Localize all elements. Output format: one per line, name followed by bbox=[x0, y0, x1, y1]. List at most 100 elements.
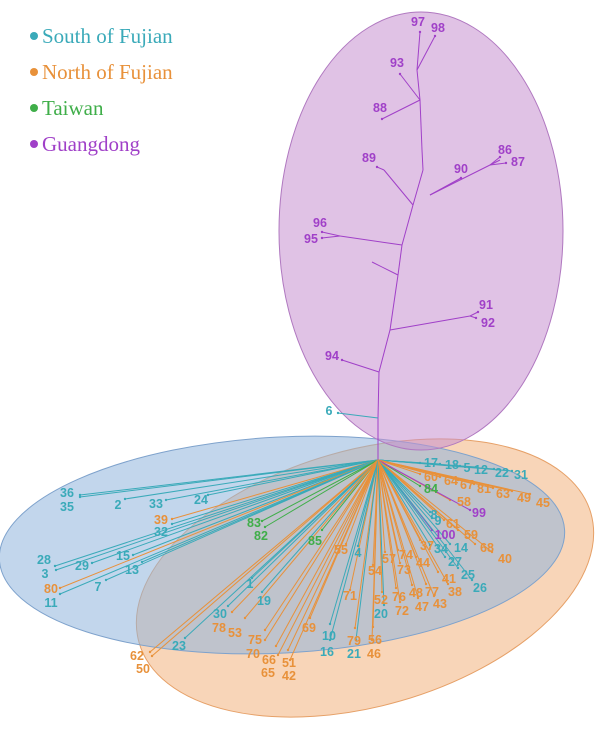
internal-branch bbox=[419, 99, 423, 151]
leaf-tip-97 bbox=[418, 30, 422, 34]
leaf-branch-88 bbox=[381, 99, 421, 120]
leaf-tip-88 bbox=[380, 117, 384, 121]
leaf-label-8: 8 bbox=[431, 508, 438, 522]
leaf-tip-23 bbox=[183, 636, 187, 640]
leaf-tip-6 bbox=[336, 411, 340, 415]
leaf-branch-32 bbox=[171, 459, 379, 525]
internal-branch bbox=[421, 149, 424, 171]
leaf-tip-42 bbox=[288, 658, 292, 662]
leaf-branch-98 bbox=[416, 35, 436, 71]
leaf-label-97: 97 bbox=[411, 15, 425, 29]
leaf-label-88: 88 bbox=[373, 101, 387, 115]
leaf-tip-94 bbox=[340, 358, 344, 362]
leaf-tip-9 bbox=[430, 516, 434, 520]
leaf-label-41: 41 bbox=[442, 572, 456, 586]
leaf-branch-51 bbox=[287, 459, 379, 651]
leaf-label-51: 51 bbox=[282, 656, 296, 670]
leaf-tip-28 bbox=[53, 564, 57, 568]
legend-label: Taiwan bbox=[42, 95, 104, 120]
cluster-ellipses bbox=[0, 11, 595, 718]
leaf-tip-26 bbox=[470, 578, 474, 582]
leaf-label-1: 1 bbox=[247, 577, 254, 591]
leaf-label-29: 29 bbox=[75, 559, 89, 573]
leaf-branch-69 bbox=[309, 459, 379, 619]
leaf-label-53: 53 bbox=[228, 626, 242, 640]
leaf-label-76: 76 bbox=[392, 590, 406, 604]
leaf-label-26: 26 bbox=[473, 581, 487, 595]
leaf-tip-60 bbox=[418, 472, 422, 476]
leaf-tip-83 bbox=[260, 519, 264, 523]
leaf-tip-57 bbox=[383, 550, 387, 554]
leaf-label-91: 91 bbox=[479, 298, 493, 312]
leaf-label-48: 48 bbox=[409, 586, 423, 600]
leaf-label-93: 93 bbox=[390, 56, 404, 70]
leaf-tip-84 bbox=[418, 484, 422, 488]
leaf-branch-33 bbox=[165, 459, 379, 501]
legend-item: Taiwan bbox=[30, 90, 173, 126]
leaf-branch-23 bbox=[184, 459, 379, 639]
leaf-branch-90 bbox=[429, 177, 462, 196]
leaf-branch-34 bbox=[377, 459, 431, 546]
leaf-tip-35 bbox=[78, 495, 82, 499]
leaf-branch-19 bbox=[261, 459, 379, 593]
leaf-label-11: 11 bbox=[44, 596, 57, 610]
leaf-label-60: 60 bbox=[424, 470, 438, 484]
leaf-label-98: 98 bbox=[431, 21, 445, 35]
leaf-tip-29 bbox=[90, 561, 94, 565]
leaf-label-35: 35 bbox=[60, 500, 74, 514]
leaf-branch-99 bbox=[377, 459, 471, 511]
leaf-tip-79 bbox=[353, 626, 357, 630]
leaf-label-100: 100 bbox=[435, 528, 456, 542]
leaf-branch-70 bbox=[264, 459, 379, 641]
leaf-label-10: 10 bbox=[322, 629, 336, 643]
leaf-branch-87 bbox=[489, 162, 507, 166]
leaf-label-43: 43 bbox=[433, 597, 447, 611]
legend-dot-icon bbox=[30, 104, 38, 112]
leaf-branch-94 bbox=[341, 359, 380, 373]
leaf-label-3: 3 bbox=[42, 567, 49, 581]
leaf-branch-16 bbox=[329, 459, 379, 641]
leaf-branch-14 bbox=[377, 459, 451, 545]
tree-edges bbox=[53, 30, 532, 662]
leaf-label-81: 81 bbox=[477, 482, 491, 496]
internal-branch bbox=[412, 169, 424, 206]
internal-branch bbox=[401, 204, 414, 246]
leaf-branch-57 bbox=[377, 459, 386, 553]
leaf-tip-70 bbox=[263, 638, 267, 642]
internal-branch bbox=[371, 261, 399, 276]
legend-dot-icon bbox=[30, 68, 38, 76]
leaf-branch-35 bbox=[79, 459, 379, 498]
leaf-label-52: 52 bbox=[374, 593, 388, 607]
leaf-branch-80 bbox=[59, 459, 379, 589]
leaf-label-75: 75 bbox=[248, 633, 262, 647]
leaf-label-55: 55 bbox=[334, 543, 348, 557]
legend-label: North of Fujian bbox=[42, 59, 173, 84]
leaf-label-90: 90 bbox=[454, 162, 468, 176]
leaf-label-99: 99 bbox=[472, 506, 486, 520]
leaf-branch-83 bbox=[261, 459, 379, 522]
leaf-label-5: 5 bbox=[464, 461, 471, 475]
leaf-branch-97 bbox=[416, 31, 421, 71]
leaf-tip-50 bbox=[150, 654, 154, 658]
leaf-label-50: 50 bbox=[136, 662, 150, 676]
leaf-tip-95 bbox=[320, 236, 324, 240]
leaf-label-65: 65 bbox=[261, 666, 275, 680]
leaf-tip-7 bbox=[104, 578, 108, 582]
leaf-tip-41 bbox=[436, 570, 440, 574]
internal-branch bbox=[339, 235, 403, 246]
leaf-tip-2 bbox=[123, 497, 127, 501]
leaf-label-28: 28 bbox=[37, 553, 51, 567]
leaf-tip-4 bbox=[356, 544, 360, 548]
leaf-branch-78 bbox=[231, 459, 379, 613]
leaf-label-66: 66 bbox=[262, 653, 276, 667]
leaf-label-82: 82 bbox=[254, 529, 268, 543]
leaf-label-6: 6 bbox=[326, 404, 333, 418]
leaf-branch-54 bbox=[372, 459, 379, 566]
leaf-tip-31 bbox=[510, 469, 514, 473]
leaf-branch-25 bbox=[377, 459, 459, 569]
leaf-tip-77 bbox=[424, 582, 428, 586]
leaf-tip-66 bbox=[274, 644, 278, 648]
leaf-label-38: 38 bbox=[448, 585, 462, 599]
